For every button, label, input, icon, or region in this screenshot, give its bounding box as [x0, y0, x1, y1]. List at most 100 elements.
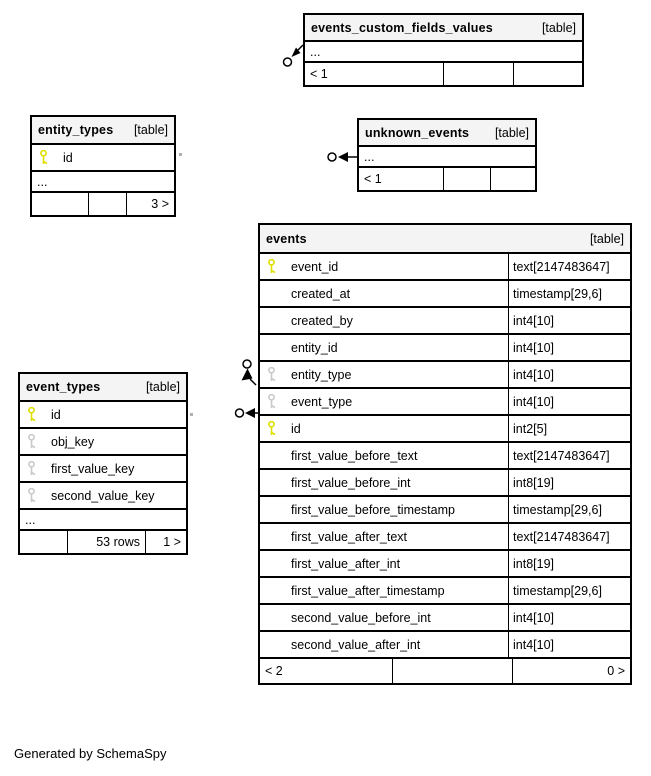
edge-stub — [179, 153, 182, 156]
foreign-key-icon — [260, 389, 291, 414]
table-title[interactable]: entity_types — [38, 123, 114, 137]
table-tag: [table] — [494, 125, 529, 140]
table-row: ... — [32, 172, 174, 193]
table-footer: < 1 — [305, 63, 582, 85]
footer-related-count: < 1 — [310, 67, 328, 81]
footer-related-count: < 2 — [265, 664, 283, 678]
column-row: created_at timestamp[29,6] — [260, 281, 630, 308]
table-header[interactable]: unknown_events [table] — [359, 120, 535, 147]
key-slot — [260, 524, 291, 549]
key-slot — [260, 281, 291, 306]
footer-row-count: 53 rows — [67, 531, 145, 553]
column-row: first_value_before_int int8[19] — [260, 470, 630, 497]
footer-left-cell — [20, 531, 67, 553]
column-row: second_value_before_int int4[10] — [260, 605, 630, 632]
foreign-key-icon — [260, 362, 291, 387]
zero-many-connector-icon — [241, 359, 257, 386]
zero-many-connector-icon — [327, 152, 357, 162]
table-footer: 3 > — [32, 193, 174, 215]
table-header[interactable]: events_custom_fields_values [table] — [305, 15, 582, 42]
table-event-types: event_types [table] id obj_key first_val… — [18, 372, 188, 555]
table-header[interactable]: entity_types [table] — [32, 117, 174, 145]
column-name: id — [291, 421, 301, 436]
key-slot — [260, 470, 291, 495]
table-row: ... — [305, 42, 582, 63]
column-row: entity_type int4[10] — [260, 362, 630, 389]
column-type: int4[10] — [508, 389, 630, 414]
column-name: second_value_key — [51, 488, 155, 503]
footer-right-cell — [513, 63, 582, 85]
key-slot — [260, 632, 291, 657]
primary-key-icon — [260, 416, 291, 441]
column-row: id — [20, 402, 186, 429]
key-slot — [260, 605, 291, 630]
column-name: id — [51, 407, 61, 422]
column-row: first_value_after_int int8[19] — [260, 551, 630, 578]
edge-stub — [190, 413, 193, 416]
column-row: first_value_after_text text[2147483647] — [260, 524, 630, 551]
footer-mid-cell — [443, 168, 490, 190]
key-slot — [260, 308, 291, 333]
column-type: timestamp[29,6] — [508, 578, 630, 603]
column-type: text[2147483647] — [508, 254, 630, 279]
column-type: int8[19] — [508, 551, 630, 576]
table-header[interactable]: events [table] — [260, 225, 630, 254]
footer-right-cell — [490, 168, 535, 190]
key-slot — [260, 497, 291, 522]
column-type: int2[5] — [508, 416, 630, 441]
column-name: first_value_after_timestamp — [291, 583, 445, 598]
column-name: created_at — [291, 286, 351, 301]
column-name: second_value_after_int — [291, 637, 421, 652]
column-name: event_type — [291, 394, 353, 409]
column-name: first_value_before_timestamp — [291, 502, 455, 517]
table-title[interactable]: events — [266, 231, 307, 246]
table-title[interactable]: events_custom_fields_values — [311, 20, 493, 35]
footer-left-cell — [32, 193, 88, 215]
column-type: int4[10] — [508, 605, 630, 630]
primary-key-icon — [260, 254, 291, 279]
column-row: second_value_key — [20, 483, 186, 510]
zero-many-connector-icon — [234, 408, 258, 418]
footer-mid-cell — [443, 63, 513, 85]
column-name: entity_id — [291, 340, 338, 355]
table-tag: [table] — [541, 20, 576, 35]
foreign-key-icon — [20, 429, 51, 454]
key-slot — [260, 551, 291, 576]
column-type: text[2147483647] — [508, 443, 630, 468]
column-row: event_type int4[10] — [260, 389, 630, 416]
column-type: int4[10] — [508, 335, 630, 360]
table-tag: [table] — [589, 231, 624, 246]
column-name: id — [63, 150, 73, 165]
primary-key-icon — [32, 145, 63, 170]
column-row: id — [32, 145, 174, 172]
column-type: timestamp[29,6] — [508, 281, 630, 306]
table-title[interactable]: event_types — [26, 380, 101, 394]
key-slot — [260, 443, 291, 468]
table-title[interactable]: unknown_events — [365, 125, 470, 140]
table-events-custom-fields-values: events_custom_fields_values [table] ... … — [303, 13, 584, 87]
ellipsis-label: ... — [37, 174, 48, 189]
table-header[interactable]: event_types [table] — [20, 374, 186, 402]
column-row: first_value_before_text text[2147483647] — [260, 443, 630, 470]
column-name: obj_key — [51, 434, 95, 449]
column-row: entity_id int4[10] — [260, 335, 630, 362]
table-footer: < 2 0 > — [260, 659, 630, 683]
foreign-key-icon — [20, 483, 51, 508]
table-tag: [table] — [133, 123, 168, 137]
column-type: text[2147483647] — [508, 524, 630, 549]
column-type: int8[19] — [508, 470, 630, 495]
zero-many-connector-icon — [282, 44, 304, 67]
column-row: obj_key — [20, 429, 186, 456]
column-name: created_by — [291, 313, 353, 328]
key-slot — [260, 578, 291, 603]
foreign-key-icon — [20, 456, 51, 481]
generator-credit: Generated by SchemaSpy — [14, 746, 167, 761]
column-name: first_value_before_int — [291, 475, 411, 490]
table-footer: < 1 — [359, 168, 535, 190]
column-name: second_value_before_int — [291, 610, 431, 625]
primary-key-icon — [20, 402, 51, 427]
table-tag: [table] — [145, 380, 180, 394]
footer-related-count-right: 0 > — [512, 659, 630, 683]
footer-related-count: < 1 — [364, 172, 382, 186]
